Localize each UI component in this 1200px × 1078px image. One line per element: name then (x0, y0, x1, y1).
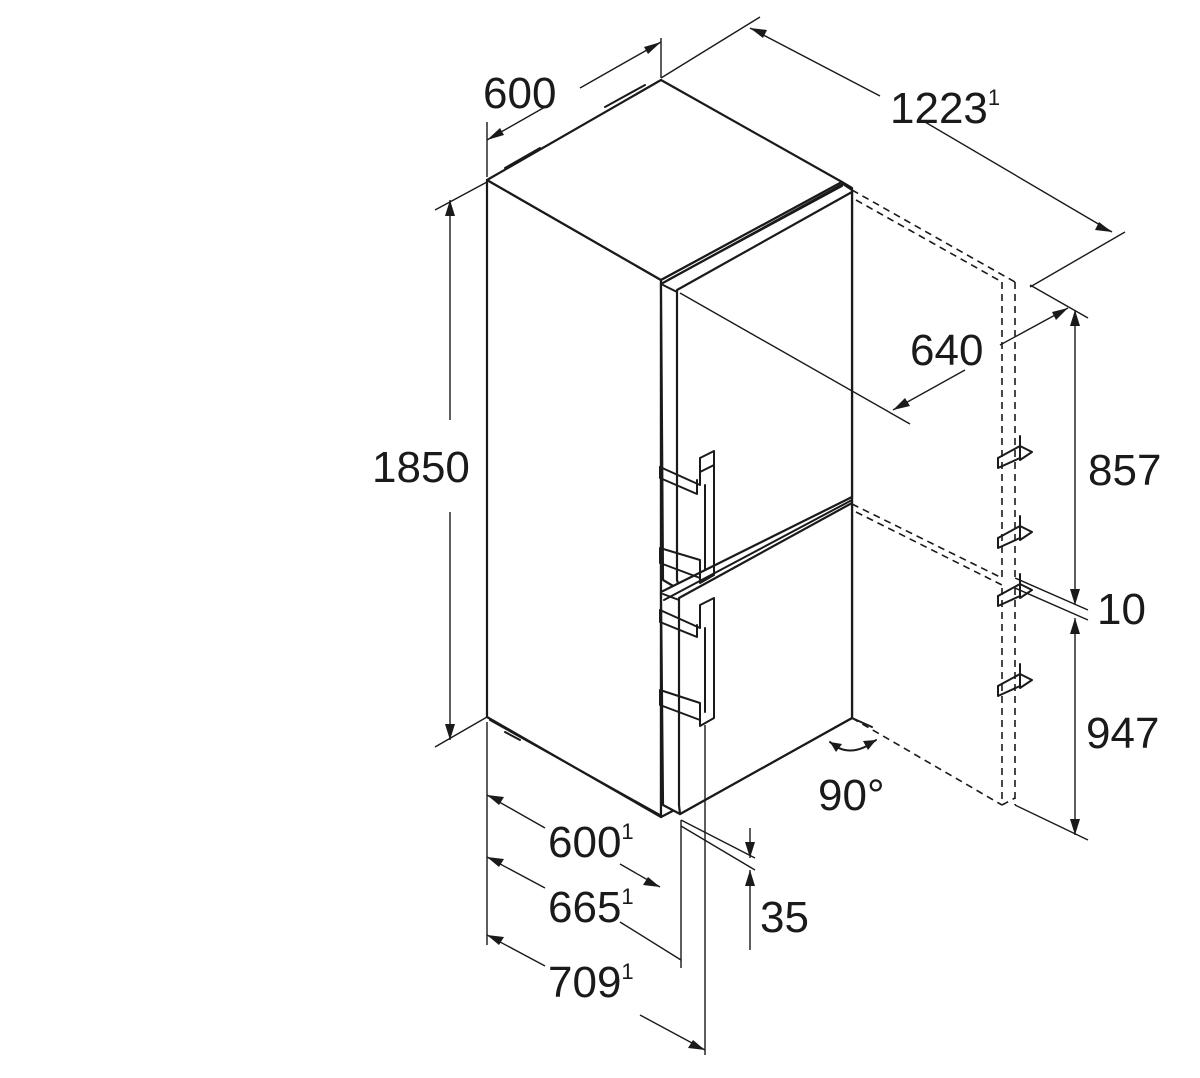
dim-total-depth-label: 12231 (890, 84, 1000, 133)
dimension-top-width: 600 (483, 38, 662, 177)
dimension-door-heights: 857 10 947 (1014, 284, 1161, 841)
dimension-height: 1850 (372, 181, 488, 748)
dim-depth-body-label: 6001 (548, 818, 634, 867)
dim-height-label: 1850 (372, 443, 470, 492)
dim-depth-door-label: 6651 (548, 883, 634, 932)
lower-handle (659, 597, 715, 727)
dimension-door-depth: 640 (679, 292, 1069, 425)
dim-top-width-label: 600 (483, 69, 556, 118)
dim-lower-door-label: 947 (1086, 709, 1159, 758)
dimension-door-angle: 90° (818, 739, 885, 820)
open-doors-dashed (851, 189, 1033, 806)
dim-upper-door-label: 857 (1088, 446, 1161, 495)
fridge-side-panel (485, 178, 663, 819)
dim-door-depth-label: 640 (910, 326, 983, 375)
dim-angle-label: 90° (818, 771, 885, 820)
dim-handle-offset-label: 35 (760, 893, 809, 942)
dim-gap-label: 10 (1097, 585, 1146, 634)
dimension-total-depth-open: 12231 (660, 16, 1126, 288)
lower-door (659, 495, 854, 816)
dimension-handle-offset: 35 (680, 819, 809, 950)
dim-depth-handle-label: 7091 (548, 958, 634, 1007)
dimension-depths: 6001 6651 7091 (486, 722, 706, 1055)
upper-handle (659, 450, 715, 584)
